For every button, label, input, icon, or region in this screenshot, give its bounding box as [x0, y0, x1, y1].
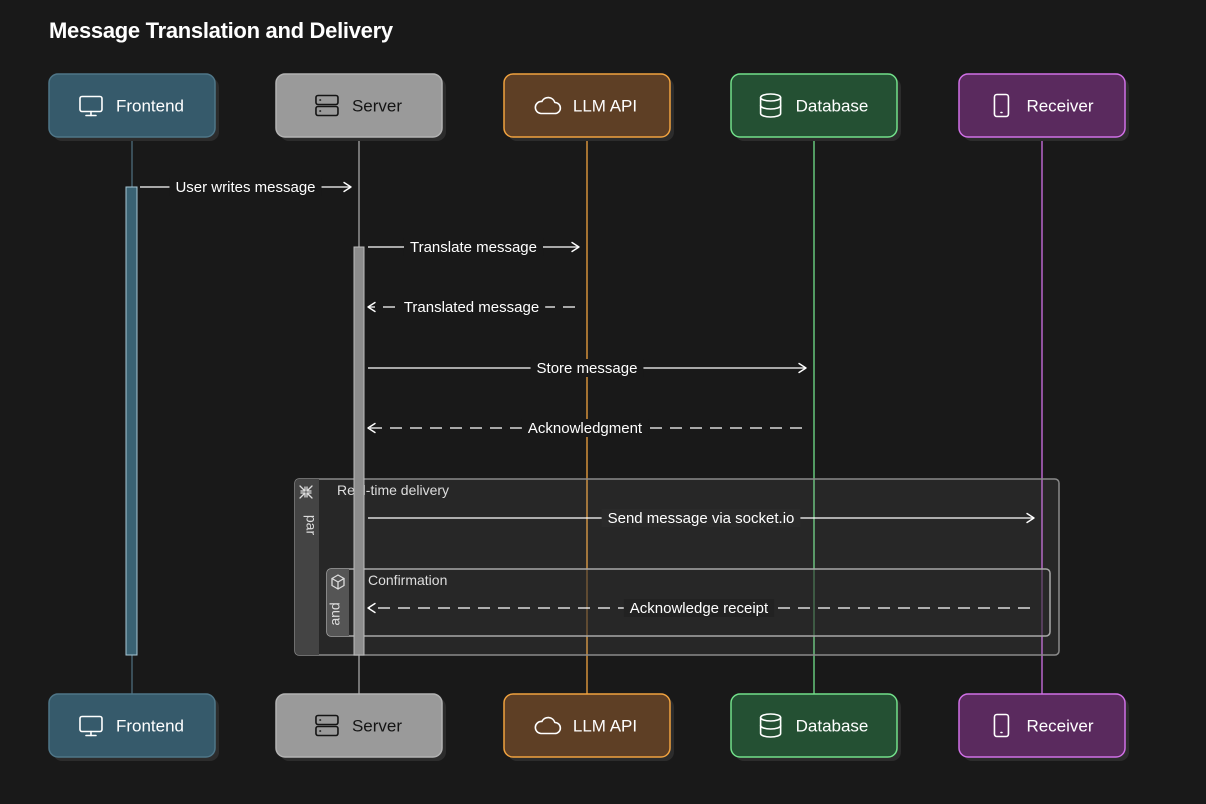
server-icon [315, 714, 339, 737]
message-label: Store message [537, 360, 638, 377]
mobile-phone-icon [993, 93, 1010, 118]
participant-label: Receiver [1026, 97, 1093, 116]
message-label: Translated message [404, 299, 539, 316]
activation-bar-frontend [125, 186, 138, 656]
database-icon [759, 713, 782, 738]
participant-receiver-top: Receiver [958, 73, 1129, 141]
cloud-icon [534, 96, 562, 115]
diagram-title: Message Translation and Delivery [49, 18, 393, 43]
fragment-operator-tab [295, 479, 319, 655]
fragment-label-confirmation: Confirmation [368, 572, 447, 588]
activation-bar-server [353, 246, 365, 656]
participant-label: Database [796, 717, 869, 736]
message-arrow: Acknowledgment [367, 419, 802, 437]
participant-llm-api-top: LLM API [503, 73, 674, 141]
message-label: Translate message [410, 239, 537, 256]
message-arrow: Acknowledge receipt [367, 599, 1030, 617]
message-label: Acknowledge receipt [630, 600, 769, 617]
message-arrow: Translated message [367, 298, 575, 316]
participant-label: LLM API [573, 717, 637, 736]
fragment-operator-and: and [327, 602, 343, 625]
server-icon [315, 94, 339, 117]
collapse-arrows-icon [299, 485, 313, 499]
monitor-icon [79, 715, 103, 737]
participant-label: Receiver [1026, 717, 1093, 736]
participant-server-top: Server [275, 73, 446, 141]
participant-database-bottom: Database [730, 693, 901, 761]
participant-frontend-bottom: Frontend [48, 693, 219, 761]
message-label: Acknowledgment [528, 420, 643, 437]
participant-server-bottom: Server [275, 693, 446, 761]
monitor-icon [79, 95, 103, 117]
mobile-phone-icon [993, 713, 1010, 738]
participant-label: Server [352, 717, 402, 736]
participant-label: Server [352, 97, 402, 116]
participant-llm-api-bottom: LLM API [503, 693, 674, 761]
participant-database-top: Database [730, 73, 901, 141]
cube-icon [331, 574, 345, 590]
fragment-label-real-time-delivery: Real-time delivery [337, 482, 449, 498]
fragment-operator-par: par [303, 515, 319, 536]
cloud-icon [534, 716, 562, 735]
message-arrow: Send message via socket.io [368, 509, 1035, 527]
message-arrow: Translate message [368, 238, 580, 256]
participant-label: Database [796, 97, 869, 116]
database-icon [759, 93, 782, 118]
message-label: User writes message [175, 179, 315, 196]
message-arrow: User writes message [140, 178, 352, 196]
message-label: Send message via socket.io [608, 510, 795, 527]
participant-label: LLM API [573, 97, 637, 116]
participant-label: Frontend [116, 97, 184, 116]
message-arrow: Store message [368, 359, 807, 377]
participant-frontend-top: Frontend [48, 73, 219, 141]
participant-label: Frontend [116, 717, 184, 736]
participant-receiver-bottom: Receiver [958, 693, 1129, 761]
